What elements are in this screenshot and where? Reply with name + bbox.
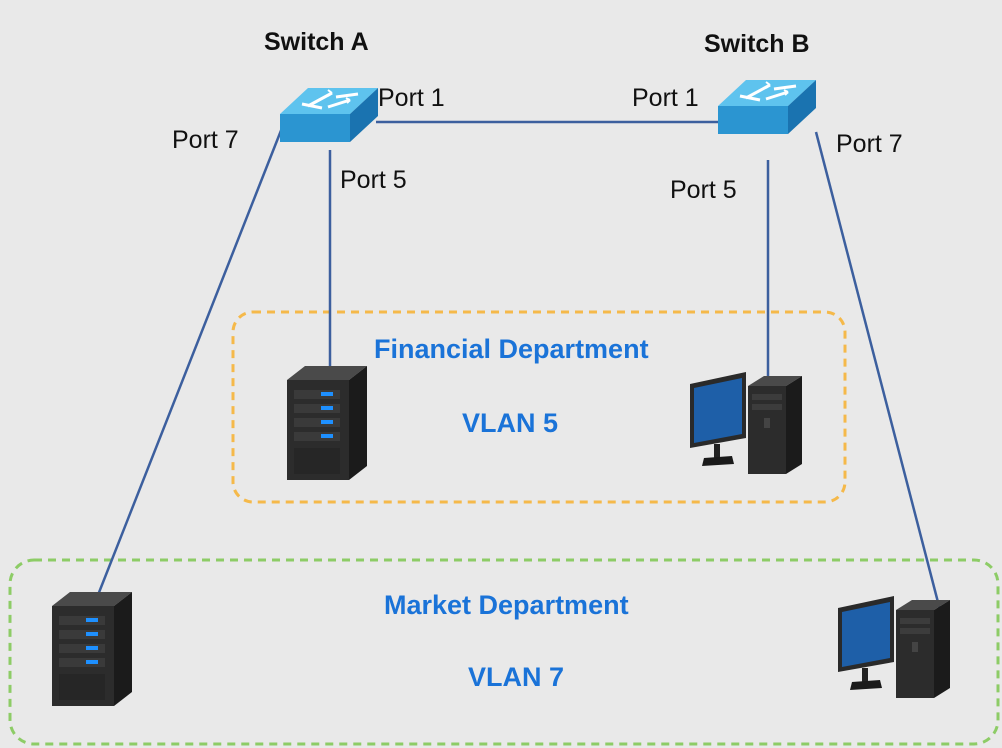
switch-a-port1-label: Port 1	[378, 84, 445, 112]
market-server-icon	[52, 592, 132, 706]
switch-b-port7-label: Port 7	[836, 130, 903, 158]
switch-b-icon	[716, 78, 818, 136]
switch-b-port1-label: Port 1	[632, 84, 699, 112]
switch-a-port5-label: Port 5	[340, 166, 407, 194]
financial-server-icon	[287, 366, 367, 480]
financial-pc-icon	[690, 372, 802, 474]
switch-b-label: Switch B	[704, 30, 810, 58]
market-department-group	[8, 558, 1000, 746]
link-switch-a-port7	[96, 127, 284, 596]
switch-a-icon	[278, 86, 380, 144]
switch-a-port7-label: Port 7	[172, 126, 239, 154]
market-vlan-label: VLAN 7	[468, 662, 565, 692]
market-department-label: Market Department	[384, 590, 629, 620]
market-pc-icon	[838, 596, 950, 698]
switch-b-port5-label: Port 5	[670, 176, 737, 204]
link-switch-b-port7	[814, 131, 942, 611]
financial-department-label: Financial Department	[374, 334, 649, 364]
financial-department-group	[231, 310, 847, 504]
financial-vlan-label: VLAN 5	[462, 408, 559, 438]
switch-a-label: Switch A	[264, 28, 369, 56]
